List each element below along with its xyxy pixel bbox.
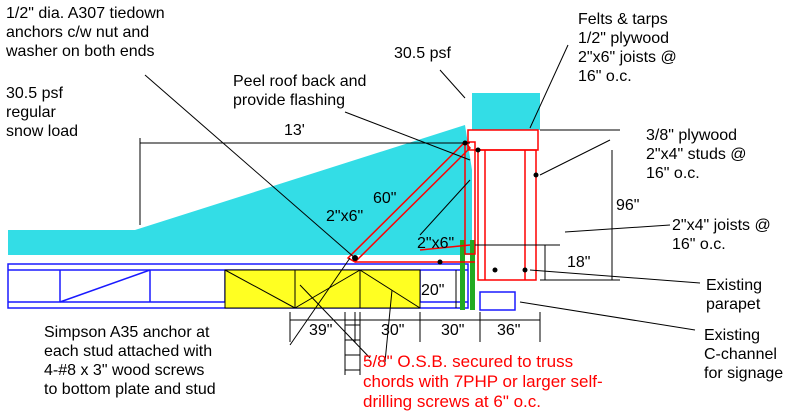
dimension-60-in: 60" bbox=[373, 190, 397, 207]
dimension-20-in: 20" bbox=[421, 282, 445, 299]
dimension-18-in: 18" bbox=[567, 254, 591, 271]
member-label-2x6-slope: 2"x6" bbox=[326, 208, 364, 225]
leader-lines bbox=[144, 44, 701, 363]
dimension-30-in-a: 30" bbox=[381, 322, 405, 339]
wall-layers-note: 3/8" plywood 2"x4" studs @ 16" o.c. bbox=[646, 127, 747, 182]
connection-nodes bbox=[352, 140, 539, 273]
floor-joists-note: 2"x4" joists @ 16" o.c. bbox=[672, 217, 771, 253]
dimension-30-in-b: 30" bbox=[441, 322, 465, 339]
c-channel bbox=[479, 291, 516, 311]
snow-load-top bbox=[472, 93, 540, 130]
roof-layers-note: Felts & tarps 1/2" plywood 2"x6" joists … bbox=[578, 11, 677, 85]
osb-screw-note: 5/8" O.S.B. secured to truss chords with… bbox=[363, 352, 603, 411]
dimension-36-in: 36" bbox=[497, 322, 521, 339]
dimension-lines bbox=[139, 129, 620, 342]
dimension-39-in: 39" bbox=[309, 322, 333, 339]
regular-snow-load-note: 30.5 psf regular snow load bbox=[6, 85, 79, 140]
existing-parapet-note: Existing parapet bbox=[706, 277, 763, 313]
member-label-2x6-post: 2"x6" bbox=[417, 235, 455, 252]
new-framing bbox=[346, 129, 539, 281]
peel-roof-note: Peel roof back and provide flashing bbox=[233, 73, 367, 109]
ladder-anchor bbox=[344, 312, 361, 375]
existing-parapet bbox=[460, 240, 475, 310]
snow-load-region bbox=[8, 125, 472, 255]
osb-panels bbox=[224, 269, 421, 309]
dimension-96-in: 96" bbox=[616, 197, 640, 214]
simpson-anchor-note: Simpson A35 anchor at each stud attached… bbox=[44, 324, 216, 398]
existing-c-channel-note: Existing C-channel for signage bbox=[704, 327, 784, 382]
tiedown-anchor-note: 1/2" dia. A307 tiedown anchors c/w nut a… bbox=[6, 5, 165, 60]
top-snow-load-note: 30.5 psf bbox=[394, 45, 451, 62]
dimension-13-ft: 13' bbox=[284, 122, 305, 139]
